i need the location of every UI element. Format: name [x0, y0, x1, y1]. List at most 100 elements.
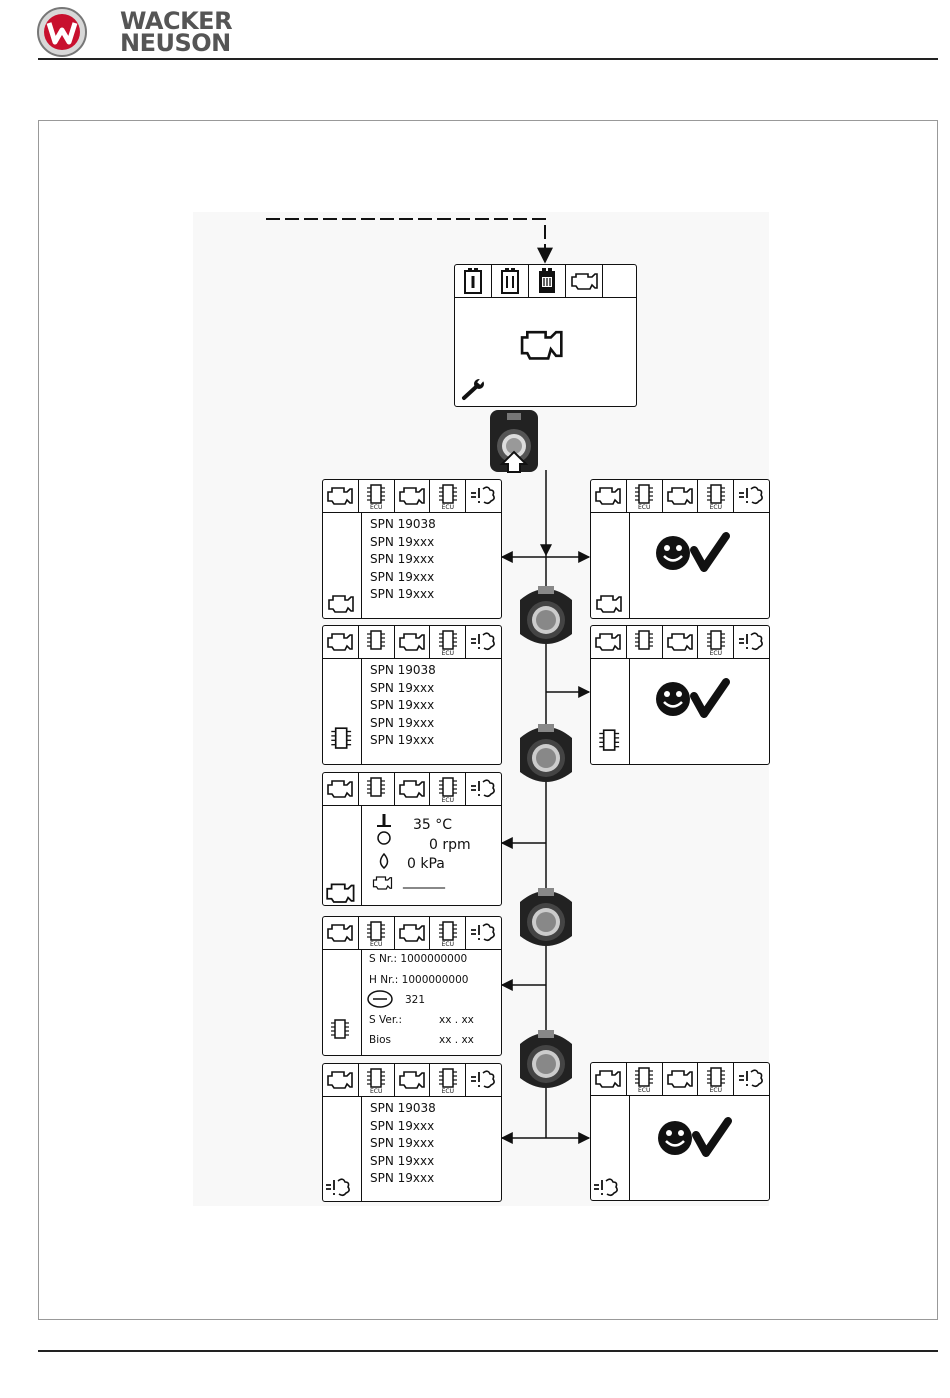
ecu-tab[interactable]: ECU	[430, 917, 467, 949]
engine-tab[interactable]	[395, 1064, 431, 1096]
speed-value: 0 rpm	[429, 837, 471, 853]
ecu-tab[interactable]: ECU	[359, 480, 395, 512]
control-joystick-press[interactable]	[488, 408, 540, 474]
joystick-icon	[520, 888, 572, 946]
engine-tab[interactable]	[591, 480, 627, 512]
side-icon-panel	[591, 658, 630, 764]
joystick-icon	[490, 410, 538, 473]
ecu-tab[interactable]: ECU	[698, 626, 735, 658]
brand-line-2: NEUSON	[120, 29, 231, 57]
ecu-tab[interactable]: ECU	[627, 1063, 663, 1095]
exhaust-tab[interactable]	[734, 1063, 769, 1095]
ecu-tab[interactable]	[627, 626, 663, 658]
fault-code-list: SPN 19038 SPN 19xxx SPN 19xxx SPN 19xxx …	[370, 516, 436, 604]
screen-tab-row: ECU ECU	[591, 480, 769, 513]
fault-code: SPN 19xxx	[370, 680, 435, 695]
engine-tab[interactable]	[323, 917, 359, 949]
exhaust-tab[interactable]	[466, 917, 501, 949]
ecu-tab[interactable]: ECU	[698, 480, 735, 512]
ecu-tab[interactable]: ECU	[359, 1064, 395, 1096]
hardware-number: H Nr.: 1000000000	[369, 974, 469, 986]
ecu-label: ECU	[441, 650, 454, 657]
screen-tab-row: ECU ECU	[323, 917, 501, 950]
pressure-value: 0 kPa	[407, 856, 445, 872]
fault-code: SPN 19xxx	[370, 1136, 435, 1150]
exhaust-tab[interactable]	[466, 480, 501, 512]
ecu-ok-screen: ECU	[590, 625, 770, 765]
ecu-tab[interactable]: ECU	[627, 480, 663, 512]
screen-tab-row: ECU ECU	[323, 480, 501, 513]
fault-code: SPN 19xxx	[370, 569, 435, 584]
ecu-label: ECU	[370, 941, 383, 948]
engine-tab[interactable]	[395, 917, 431, 949]
fault-code: SPN 19xxx	[370, 534, 435, 549]
ecu-label: ECU	[709, 1087, 722, 1094]
ecu-label: ECU	[441, 1088, 454, 1095]
engine-tab[interactable]	[663, 480, 699, 512]
engine-tab[interactable]	[663, 1063, 699, 1095]
exhaust-tab[interactable]	[466, 1064, 501, 1096]
side-icon-panel	[323, 805, 362, 905]
wrench-icon	[462, 378, 484, 400]
ecu-tab[interactable]	[359, 773, 395, 805]
side-icon-panel	[323, 512, 362, 618]
engine-tab[interactable]	[395, 626, 431, 658]
exhaust-ok-screen: ECU ECU	[590, 1062, 770, 1201]
engine-tab[interactable]	[395, 773, 431, 805]
ecu-tab[interactable]: ECU	[430, 1064, 467, 1096]
fault-code: SPN 19038	[370, 1101, 436, 1115]
ecu-fault-screen: ECU SPN 19038 SPN 19xxx SPN 19xxx SPN 19…	[322, 625, 502, 765]
control-joystick-rotate-4[interactable]	[516, 1026, 576, 1094]
ecu-tab[interactable]: ECU	[430, 480, 467, 512]
exhaust-tab[interactable]	[466, 773, 501, 805]
engine-tab[interactable]	[566, 265, 603, 297]
fault-code: SPN 19038	[370, 517, 436, 531]
exhaust-fault-screen: ECU ECU SPN 19038 SPN 19xxx SPN 19xxx SPN…	[322, 1063, 502, 1202]
engine-tab[interactable]	[591, 1063, 627, 1095]
brand-name: WACKER NEUSON	[120, 7, 233, 57]
engine-values-screen: ECU 35 °C 0 rpm 0 kPa ______	[322, 772, 502, 906]
screen-tab-row	[455, 265, 636, 298]
ecu-label: ECU	[441, 504, 454, 511]
ecu-tab[interactable]	[359, 626, 395, 658]
control-joystick-rotate-3[interactable]	[516, 884, 576, 952]
control-joystick-rotate-2[interactable]	[516, 720, 576, 788]
joystick-icon	[520, 1030, 572, 1088]
footer-rule	[38, 1350, 938, 1352]
wacker-neuson-logo	[37, 7, 87, 57]
exhaust-tab[interactable]	[734, 626, 769, 658]
engine-tab[interactable]	[663, 626, 699, 658]
side-icon-panel	[323, 1096, 362, 1201]
brand-line-1: WACKER	[120, 7, 233, 35]
menu-2-tab[interactable]	[492, 265, 529, 297]
engine-tab[interactable]	[323, 626, 359, 658]
fault-code: SPN 19xxx	[370, 1118, 435, 1133]
fault-code: SPN 19xxx	[370, 1171, 435, 1185]
figure-frame	[38, 120, 938, 1320]
ecu-label: ECU	[638, 1087, 651, 1094]
ecu-tab[interactable]: ECU	[430, 626, 467, 658]
engine-tab[interactable]	[323, 773, 359, 805]
blank-value: ______	[403, 873, 445, 889]
software-version: xx . xx	[439, 1014, 474, 1026]
exhaust-tab[interactable]	[466, 626, 501, 658]
control-joystick-rotate-1[interactable]	[516, 582, 576, 650]
ecu-tab[interactable]: ECU	[359, 917, 395, 949]
ecu-tab[interactable]: ECU	[430, 773, 467, 805]
engine-tab[interactable]	[591, 626, 627, 658]
menu-3-tab[interactable]	[529, 265, 566, 297]
temperature-value: 35 °C	[413, 817, 453, 833]
exhaust-tab[interactable]	[734, 480, 769, 512]
menu-1-tab[interactable]	[455, 265, 492, 297]
bios-version: xx . xx	[439, 1034, 474, 1046]
side-icon-panel	[591, 1095, 630, 1200]
engine-tab[interactable]	[323, 1064, 359, 1096]
joystick-icon	[520, 724, 572, 782]
engine-tab[interactable]	[323, 480, 359, 512]
engine-tab[interactable]	[395, 480, 431, 512]
menu-1-icon	[464, 268, 482, 294]
ecu-tab[interactable]: ECU	[698, 1063, 735, 1095]
fault-code: SPN 19xxx	[370, 552, 435, 566]
